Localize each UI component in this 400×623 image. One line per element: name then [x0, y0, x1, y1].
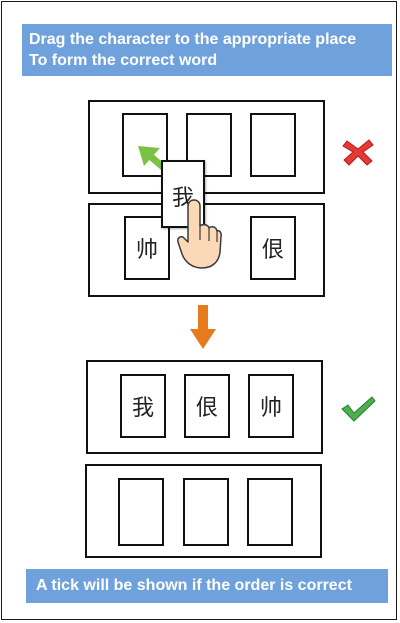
- instruction-line-2: To form the correct word: [29, 52, 218, 69]
- pointing-hand-icon: [177, 199, 222, 269]
- target-slot-3[interactable]: [250, 113, 296, 177]
- footer-banner: A tick will be shown if the order is cor…: [26, 569, 388, 603]
- instruction-banner: Drag the character to the appropriate pl…: [22, 24, 392, 76]
- cross-icon: [342, 139, 374, 166]
- footer-text: A tick will be shown if the order is cor…: [36, 577, 352, 594]
- target-slot-3[interactable]: 帅: [248, 374, 294, 438]
- target-slot-1[interactable]: 我: [120, 374, 166, 438]
- target-slot-2[interactable]: 佷: [184, 374, 230, 438]
- source-character-card[interactable]: 佷: [250, 216, 296, 280]
- source-slot-2[interactable]: [183, 478, 229, 546]
- check-icon: [341, 396, 376, 422]
- source-character-card[interactable]: 帅: [124, 216, 170, 280]
- target-slot-2[interactable]: [186, 113, 232, 177]
- source-slot-1[interactable]: [118, 478, 164, 546]
- source-slot-3[interactable]: [247, 478, 293, 546]
- down-arrow-icon: [190, 305, 216, 349]
- instruction-line-1: Drag the character to the appropriate pl…: [29, 31, 357, 48]
